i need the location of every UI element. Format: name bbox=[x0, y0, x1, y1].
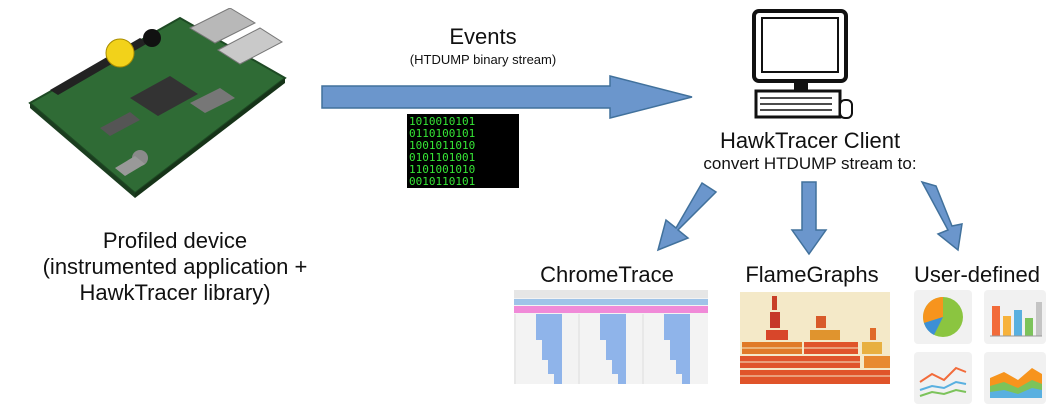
area-chart-thumbnail bbox=[984, 352, 1046, 404]
chrometrace-thumbnail bbox=[514, 290, 708, 384]
events-title: Events bbox=[449, 24, 517, 49]
svg-text:0110100101: 0110100101 bbox=[409, 127, 475, 140]
svg-text:1001011010: 1001011010 bbox=[409, 139, 475, 152]
events-subtitle: (HTDUMP binary stream) bbox=[409, 52, 557, 67]
device-caption: Profiled device (instrumented applicatio… bbox=[0, 228, 350, 306]
flame-arrow bbox=[790, 181, 828, 256]
pie-chart-thumbnail bbox=[914, 290, 972, 344]
svg-text:1101001010: 1101001010 bbox=[409, 163, 475, 176]
svg-text:1010010101: 1010010101 bbox=[409, 115, 475, 128]
svg-text:0010110101: 0010110101 bbox=[409, 175, 475, 188]
client-subtitle: convert HTDUMP stream to: bbox=[703, 154, 917, 173]
bar-chart-thumbnail bbox=[984, 290, 1046, 344]
event-stream-arrow bbox=[321, 75, 693, 119]
binary-stream-image: 1010010101 0110100101 1001011010 0101101… bbox=[407, 114, 519, 188]
output-arrows bbox=[656, 180, 963, 256]
svg-text:0101101001: 0101101001 bbox=[409, 151, 475, 164]
chrome-arrow bbox=[656, 181, 718, 252]
computer-icon bbox=[752, 9, 853, 119]
flamegraphs-title: FlameGraphs bbox=[745, 262, 879, 287]
flamegraph-thumbnail bbox=[740, 292, 890, 384]
raspberry-pi-board-image bbox=[28, 8, 287, 198]
device-caption-line-3: HawkTracer library) bbox=[79, 280, 271, 305]
line-chart-thumbnail bbox=[914, 352, 972, 404]
device-caption-line-1: Profiled device bbox=[102, 228, 248, 253]
user-arrow bbox=[920, 180, 963, 252]
client-title: HawkTracer Client bbox=[719, 128, 901, 153]
chrometrace-title: ChromeTrace bbox=[540, 262, 674, 287]
device-caption-line-2: (instrumented application + bbox=[42, 254, 308, 279]
user-defined-title: User-defined bbox=[914, 262, 1040, 287]
